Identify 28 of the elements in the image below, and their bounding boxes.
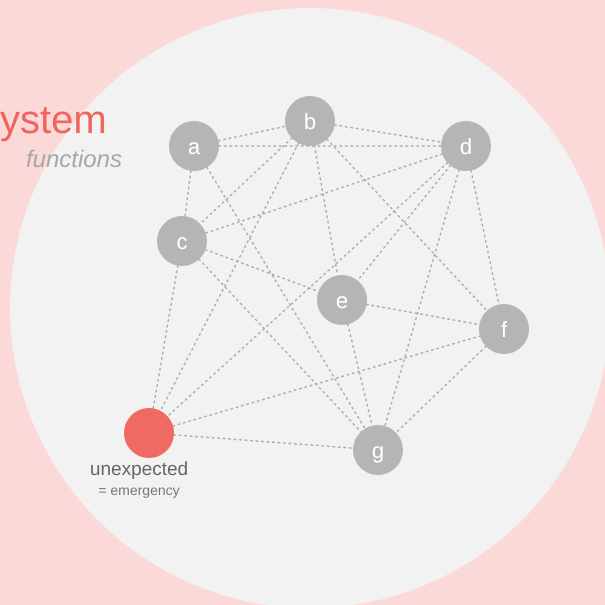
node-label: d [460, 132, 472, 160]
node-label: c [176, 228, 188, 256]
connector-line [166, 162, 448, 417]
node-label: g [372, 436, 384, 465]
connector-line [334, 124, 442, 143]
connector-line [218, 145, 442, 147]
node-label: b [304, 108, 316, 136]
connector-line [152, 264, 179, 410]
connector-line [200, 137, 292, 225]
connector-line [356, 164, 452, 282]
node-note: = emergency [98, 482, 180, 500]
subtitle: functions [26, 148, 122, 172]
connector-line [384, 169, 460, 427]
connector-line [184, 170, 192, 217]
node-label: f [500, 316, 508, 344]
connector-line [198, 258, 362, 433]
connector-line [204, 153, 444, 234]
connector-line [206, 166, 366, 430]
connector-line [173, 434, 354, 449]
node-caption: unexpected [90, 458, 188, 482]
connector-line [160, 142, 300, 412]
node-label: a [188, 132, 200, 160]
node-label: e [336, 286, 348, 314]
connector-line [326, 138, 488, 312]
connector-line [218, 126, 286, 142]
title: ystem [0, 100, 107, 140]
connector-line [395, 346, 487, 434]
connector-line [172, 335, 481, 427]
